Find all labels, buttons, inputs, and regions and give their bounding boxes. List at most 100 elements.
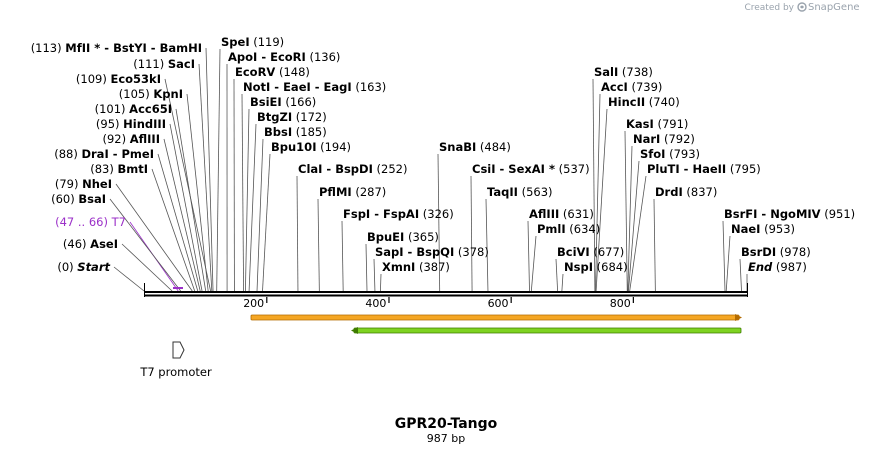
site-label[interactable]: BsrDI (978) (741, 245, 811, 259)
scale-tick-label: 400 (365, 297, 386, 310)
site-label[interactable]: (88) DraI - PmeI (54, 147, 154, 161)
site-name: SalI (594, 65, 618, 79)
site-position: (634) (566, 222, 601, 236)
site-label[interactable]: SpeI (119) (221, 35, 284, 49)
site-label[interactable]: BtgZI (172) (257, 110, 327, 124)
site-name: Bpu10I (271, 140, 316, 154)
sequence-backbone (144, 283, 748, 297)
site-label[interactable]: (111) SacI (133, 57, 195, 71)
site-label[interactable]: PluTI - HaeII (795) (647, 162, 761, 176)
site-label[interactable]: (46) AseI (63, 237, 118, 251)
site-leader-line (530, 235, 537, 292)
site-position: (111) (133, 57, 168, 71)
scale-tick-mark (266, 297, 268, 303)
site-name: AflIII (130, 132, 160, 146)
site-name: AseI (90, 237, 118, 251)
site-label[interactable]: NspI (684) (564, 260, 628, 274)
site-label[interactable]: ClaI - BspDI (252) (298, 162, 407, 176)
site-label[interactable]: EcoRV (148) (235, 65, 310, 79)
site-position: (484) (476, 140, 511, 154)
site-position: (79) (55, 177, 82, 191)
site-label[interactable]: (105) KpnI (119, 87, 183, 101)
site-position: (166) (282, 95, 317, 109)
site-leader-line (365, 243, 368, 292)
brand-name: SnapGene (808, 2, 860, 13)
site-label[interactable]: BsiEI (166) (250, 95, 316, 109)
site-leader-line (470, 175, 473, 292)
site-label[interactable]: BbsI (185) (264, 125, 327, 139)
site-label[interactable]: HincII (740) (608, 95, 680, 109)
site-leader-line (205, 47, 214, 292)
feature-orange[interactable] (250, 314, 742, 321)
site-label[interactable]: PflMI (287) (319, 185, 386, 199)
site-label[interactable]: BpuEI (365) (367, 230, 439, 244)
site-label[interactable]: (95) HindIII (96, 117, 166, 131)
site-label[interactable]: NarI (792) (633, 132, 695, 146)
site-label[interactable]: SfoI (793) (640, 147, 700, 161)
site-name: SapI - BspQI (375, 245, 454, 259)
site-label[interactable]: (83) BmtI (90, 162, 148, 176)
site-name: SacI (168, 57, 195, 71)
site-name: BmtI (117, 162, 148, 176)
site-label[interactable]: AflIII (631) (529, 207, 594, 221)
site-label[interactable]: NotI - EaeI - EagI (163) (243, 80, 386, 94)
site-name: BbsI (264, 125, 292, 139)
site-label[interactable]: DrdI (837) (655, 185, 717, 199)
brand-watermark: Created by SnapGene (744, 2, 859, 13)
site-position: (163) (352, 80, 387, 94)
site-label[interactable]: (109) Eco53kI (76, 72, 161, 86)
scale-tick-mark (510, 297, 512, 303)
site-label[interactable]: AccI (739) (601, 80, 662, 94)
site-label[interactable]: SnaBI (484) (439, 140, 511, 154)
site-label[interactable]: FspI - FspAI (326) (343, 207, 454, 221)
site-label[interactable]: (0) Start (57, 260, 110, 274)
site-label[interactable]: SapI - BspQI (378) (375, 245, 489, 259)
site-leader-line (627, 145, 633, 292)
site-position: (172) (292, 110, 327, 124)
site-label[interactable]: (60) BsaI (51, 192, 106, 206)
site-label[interactable]: (101) Acc65I (95, 102, 172, 116)
site-label[interactable]: (113) MfII * - BstYI - BamHI (31, 41, 202, 55)
site-label[interactable]: XmnI (387) (382, 260, 450, 274)
site-label[interactable]: TaqII (563) (487, 185, 553, 199)
feature-green[interactable] (351, 327, 742, 334)
site-position: (365) (404, 230, 439, 244)
site-label[interactable]: NaeI (953) (731, 222, 795, 236)
site-leader-line (592, 78, 596, 292)
site-label[interactable]: SalI (738) (594, 65, 653, 79)
site-label[interactable]: (79) NheI (55, 177, 112, 191)
site-name: CsiI - SexAI * (472, 162, 555, 176)
site-leader-line (722, 220, 726, 292)
site-leader-line (164, 78, 211, 292)
site-position: (953) (760, 222, 795, 236)
site-name: SpeI (221, 35, 250, 49)
site-name: KpnI (153, 87, 183, 101)
site-name: End (748, 260, 773, 274)
site-name: FspI - FspAI (343, 207, 419, 221)
site-leader-line (151, 168, 196, 292)
site-name: DraI - PmeI (81, 147, 154, 161)
site-position: (252) (373, 162, 408, 176)
site-label[interactable]: KasI (791) (626, 117, 688, 131)
site-leader-line (169, 123, 203, 292)
site-name: Start (77, 260, 110, 274)
site-label[interactable]: CsiI - SexAI * (537) (472, 162, 590, 176)
site-label[interactable]: (92) AflIII (102, 132, 160, 146)
site-label[interactable]: End (987) (748, 260, 807, 274)
feature-t7-promoter[interactable]: T7 promoter (139, 341, 212, 379)
site-leader-line (725, 235, 731, 292)
site-position: (92) (102, 132, 129, 146)
site-position: (387) (415, 260, 450, 274)
site-label[interactable]: BsrFI - NgoMIV (951) (724, 207, 855, 221)
site-label[interactable]: PmlI (634) (537, 222, 600, 236)
site-label[interactable]: Bpu10I (194) (271, 140, 351, 154)
site-leader-line (157, 153, 199, 292)
site-name: PmlI (537, 222, 566, 236)
site-label[interactable]: ApoI - EcoRI (136) (228, 50, 340, 64)
site-label[interactable]: (47 .. 66) T7 (55, 215, 126, 229)
plasmid-length: 987 bp (427, 432, 465, 445)
site-name: Eco53kI (110, 72, 161, 86)
site-label[interactable]: BciVI (677) (557, 245, 624, 259)
site-name: T7 (111, 215, 126, 229)
